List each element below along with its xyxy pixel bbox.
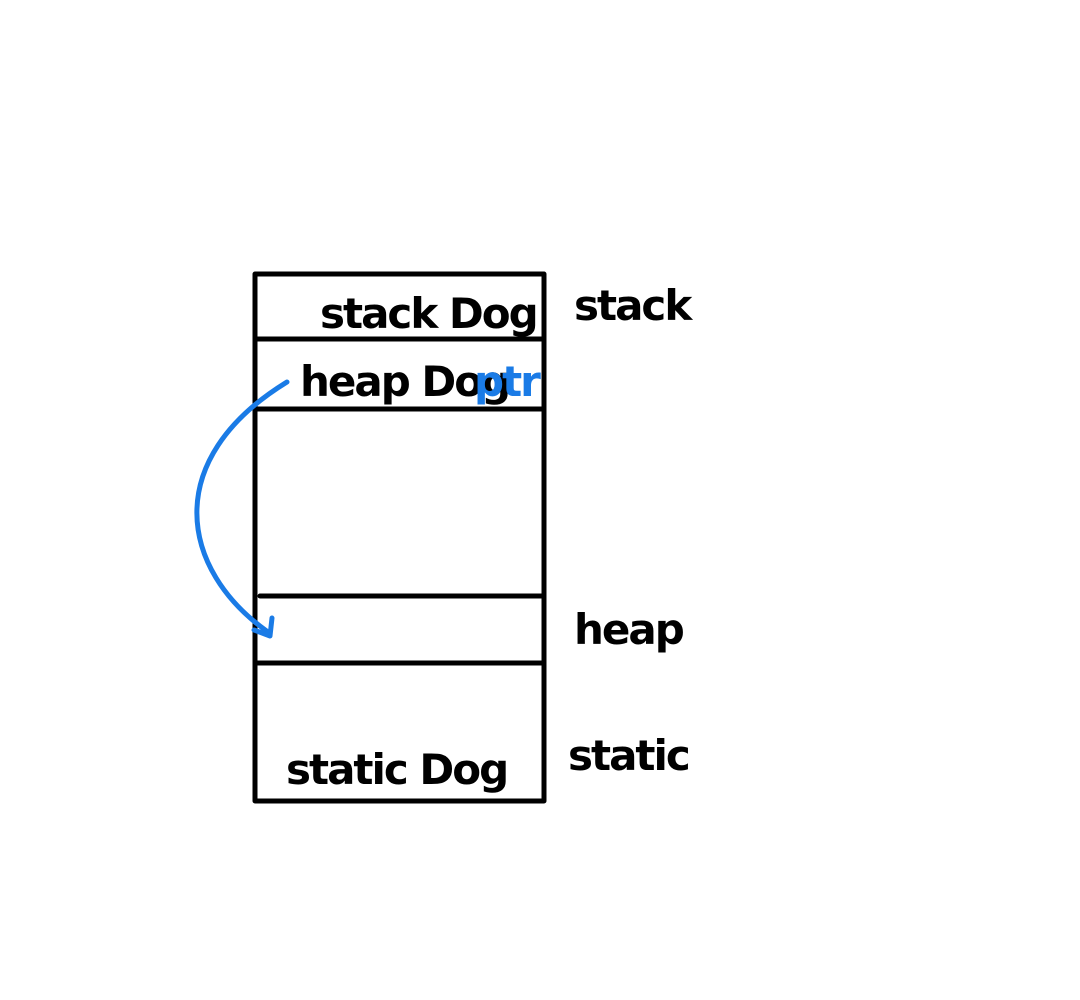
region-label-stack: stack (574, 281, 693, 330)
pointer-label: ptr (474, 357, 541, 406)
region-label-static: static (568, 731, 689, 780)
pointer-arrow (194, 379, 290, 635)
memory-block-outline (252, 271, 547, 804)
heap-dog-label: heap Dog (300, 357, 509, 406)
stack-dog-label: stack Dog (320, 289, 537, 338)
static-dog-label: static Dog (286, 745, 507, 794)
pointer-arrowhead (251, 615, 275, 639)
region-label-heap: heap (574, 605, 684, 654)
